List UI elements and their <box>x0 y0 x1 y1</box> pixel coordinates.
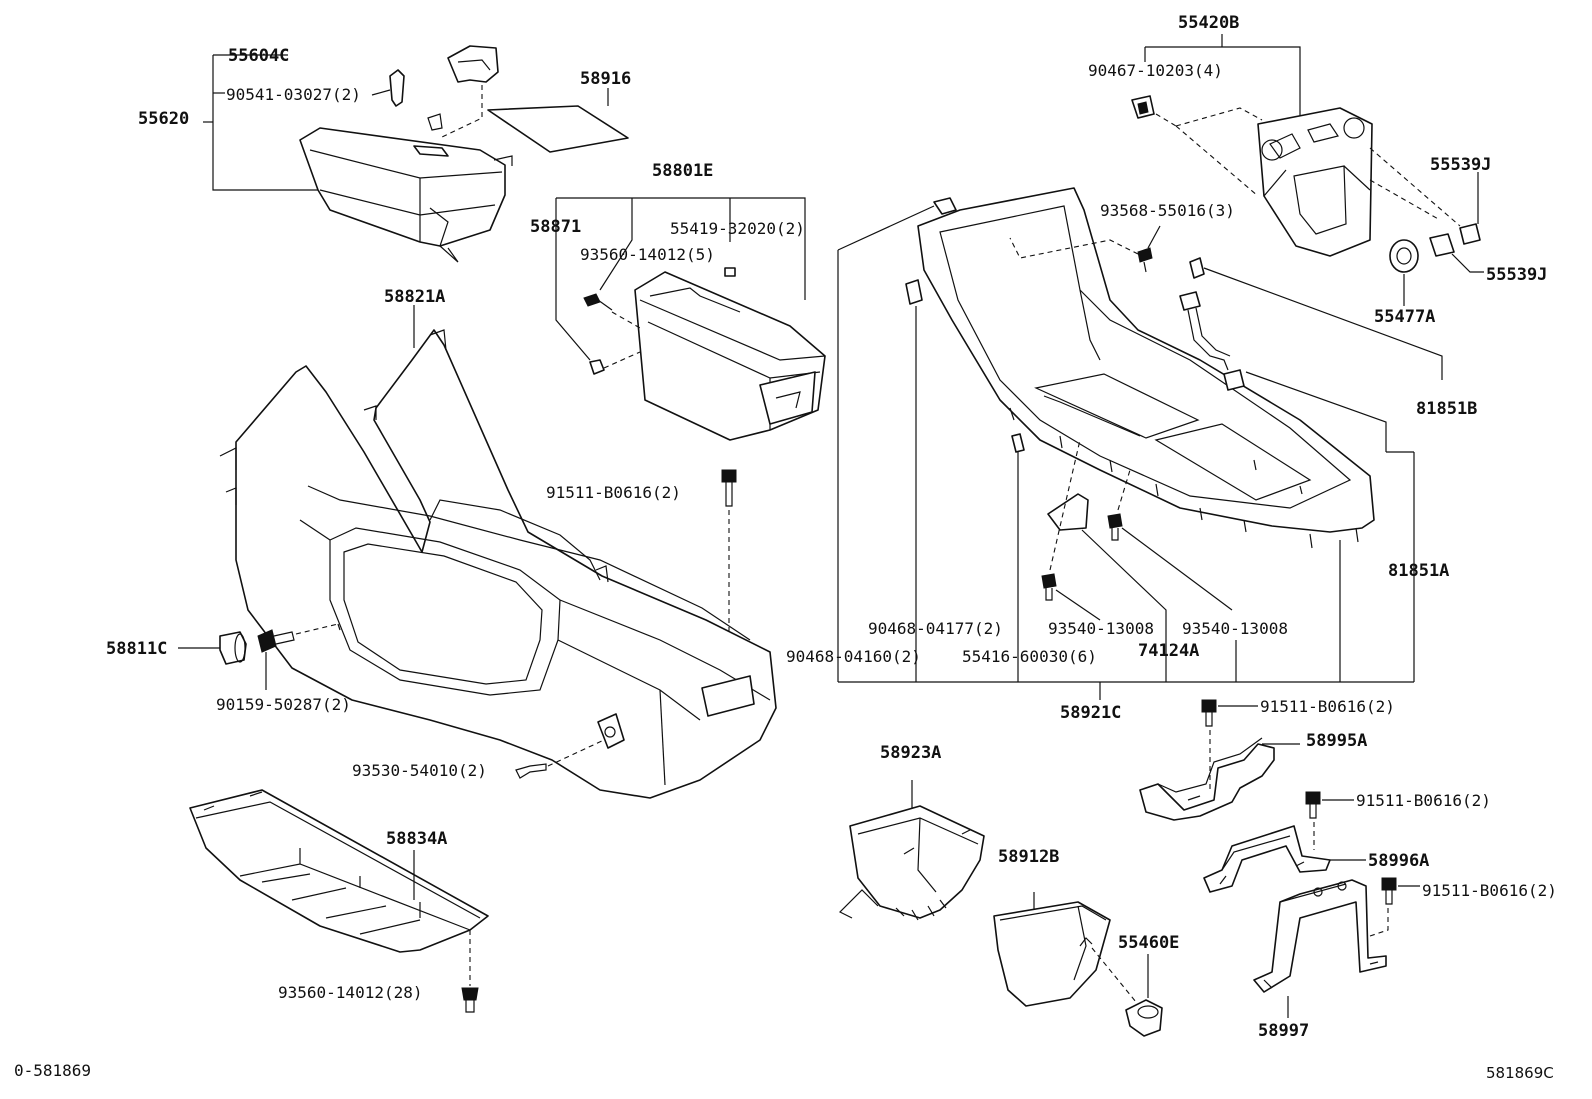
label-58912B: 58912B <box>998 847 1059 867</box>
cup-58912B <box>993 892 1163 1037</box>
upper-console-58921C <box>837 187 1443 700</box>
label-55416: 55416-60030(6) <box>962 647 1097 666</box>
label-55420B: 55420B <box>1178 13 1239 33</box>
label-58916: 58916 <box>580 69 631 89</box>
label-74124A: 74124A <box>1138 641 1199 661</box>
label-90468-a: 90468-04177(2) <box>868 619 1003 638</box>
label-93530: 93530-54010(2) <box>352 761 487 780</box>
label-58923A: 58923A <box>880 743 941 763</box>
console-box-55620 <box>203 45 629 263</box>
armrest-box-58801E <box>555 197 826 441</box>
label-91511-c: 91511-B0616(2) <box>1356 791 1491 810</box>
label-55539J-b: 55539J <box>1486 265 1547 285</box>
label-55539J-a: 55539J <box>1430 155 1491 175</box>
label-58996A: 58996A <box>1368 851 1429 871</box>
label-55419: 55419-32020(2) <box>670 219 805 238</box>
label-93568: 93568-55016(3) <box>1100 201 1235 220</box>
label-90467: 90467-10203(4) <box>1088 61 1223 80</box>
label-58995A: 58995A <box>1306 731 1367 751</box>
label-58921C: 58921C <box>1060 703 1121 723</box>
footer-right-code: 581869C <box>1486 1064 1554 1082</box>
label-58801E: 58801E <box>652 161 713 181</box>
lower-console-58821A <box>178 305 777 799</box>
label-58997: 58997 <box>1258 1021 1309 1041</box>
label-81851A: 81851A <box>1388 561 1449 581</box>
label-93540-b: 93540-13008 <box>1182 619 1288 638</box>
label-93540-a: 93540-13008 <box>1048 619 1154 638</box>
label-58834A: 58834A <box>386 829 447 849</box>
pocket-58923A <box>838 780 985 921</box>
label-90468-b: 90468-04160(2) <box>786 647 921 666</box>
footer-left-code: 0-581869 <box>14 1061 91 1080</box>
label-55620: 55620 <box>138 109 189 129</box>
label-58821A: 58821A <box>384 287 445 307</box>
label-93560-a: 93560-14012(5) <box>580 245 715 264</box>
label-90159: 90159-50287(2) <box>216 695 351 714</box>
label-55604C: 55604C <box>228 46 289 66</box>
label-58871: 58871 <box>530 217 581 237</box>
tray-58834A <box>189 789 489 1013</box>
label-91511-b: 91511-B0616(2) <box>1260 697 1395 716</box>
label-55460E: 55460E <box>1118 933 1179 953</box>
shift-panel-55420B <box>1131 34 1484 306</box>
brackets-58995A-58996A-58997 <box>1139 699 1420 1018</box>
label-81851B: 81851B <box>1416 399 1477 419</box>
label-93560-b: 93560-14012(28) <box>278 983 423 1002</box>
label-58811C: 58811C <box>106 639 167 659</box>
label-91511-a: 91511-B0616(2) <box>546 483 681 502</box>
label-55477A: 55477A <box>1374 307 1435 327</box>
label-91511-d: 91511-B0616(2) <box>1422 881 1557 900</box>
label-90541: 90541-03027(2) <box>226 85 361 104</box>
